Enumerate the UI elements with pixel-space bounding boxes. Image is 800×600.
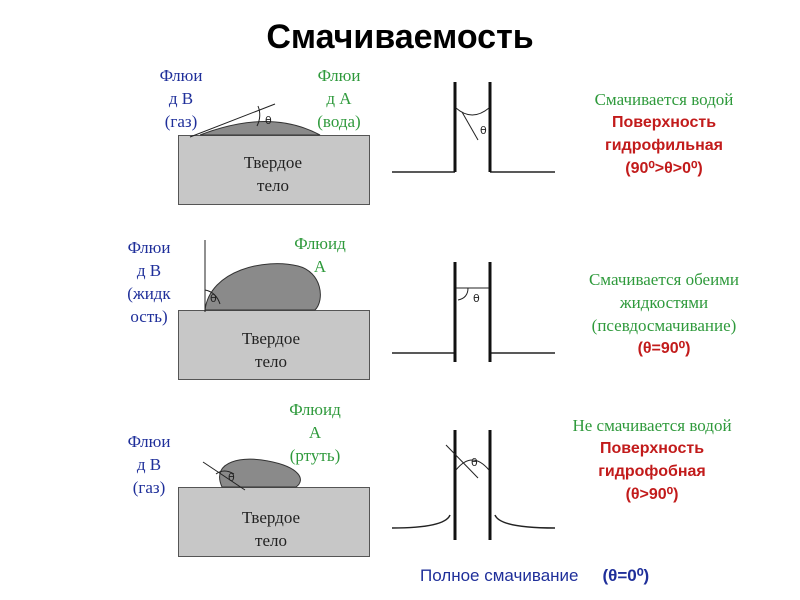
description-green-row1: Смачивается водой: [594, 90, 734, 109]
description-row1: Смачивается водой Поверхность гидрофильн…: [544, 88, 784, 180]
tube-angle-label-row2: θ: [473, 292, 480, 305]
solid-block-row1: [178, 135, 370, 205]
description-green-row2: Смачивается обеими жидкостями (псевдосма…: [588, 270, 740, 335]
solid-label-row2: Твердое тело: [241, 329, 301, 371]
drop-row1: [199, 121, 321, 136]
angle-label-row3: θ: [228, 471, 235, 484]
condition-row2: (θ=90⁰): [637, 340, 691, 357]
solid-block-row3: [178, 487, 370, 557]
page-title: Смачиваемость: [266, 18, 534, 56]
description-red-row3: Поверхность гидрофобная: [598, 440, 706, 480]
solid-label-row1: Твердое тело: [243, 153, 303, 195]
footer-condition: (θ=0⁰): [602, 566, 650, 585]
drop-row3: [219, 458, 301, 488]
tube-tangent-row3: [445, 444, 479, 479]
fluid-b-label-row2: Флюи д В (жидк ость): [127, 238, 171, 326]
fluid-a-label-row3: Флюид А (ртуть): [289, 400, 341, 465]
tube-angle-label-row1: θ: [480, 124, 487, 137]
drop-row2: [204, 263, 321, 311]
condition-row1: (90⁰>θ>0⁰): [625, 160, 703, 177]
meniscus-row1: [455, 107, 490, 116]
condition-row3: (θ>90⁰): [625, 486, 679, 503]
description-row3: Не смачивается водой Поверхность гидрофо…: [532, 414, 772, 506]
meniscus-row3: [455, 459, 490, 471]
fluid-b-label-row1: Флюи д В (газ): [159, 66, 203, 131]
tube-liquid-level-right-row3: [494, 514, 556, 529]
tube-tangent-row1: [461, 111, 479, 141]
tube-liquid-level-left-row3: [391, 514, 451, 529]
tube-angle-label-row3: θ: [471, 456, 478, 469]
tangent-line-row1: [189, 103, 276, 138]
footer-label: Полное смачивание: [420, 566, 579, 585]
fluid-b-label-row3: Флюи д В (газ): [127, 432, 171, 497]
angle-label-row1: θ: [265, 114, 272, 127]
angle-arc-row3: [215, 470, 235, 475]
fluid-a-label-row2: Флюид А: [294, 234, 346, 276]
tube-angle-arc-row2: [457, 287, 469, 301]
description-red-row1: Поверхность гидрофильная: [605, 114, 723, 154]
angle-arc-row1: [256, 105, 261, 127]
description-green-row3: Не смачивается водой: [572, 416, 732, 435]
footer-complete-wetting: Полное смачивание (θ=0⁰): [420, 566, 649, 586]
tangent-line-row3: [202, 461, 246, 491]
description-row2: Смачивается обеими жидкостями (псевдосма…: [544, 268, 784, 360]
solid-label-row3: Твердое тело: [241, 508, 301, 550]
angle-arc-row2: [204, 289, 221, 305]
angle-label-row2: θ: [210, 292, 217, 305]
fluid-a-label-row1: Флюи д А (вода): [317, 66, 361, 131]
